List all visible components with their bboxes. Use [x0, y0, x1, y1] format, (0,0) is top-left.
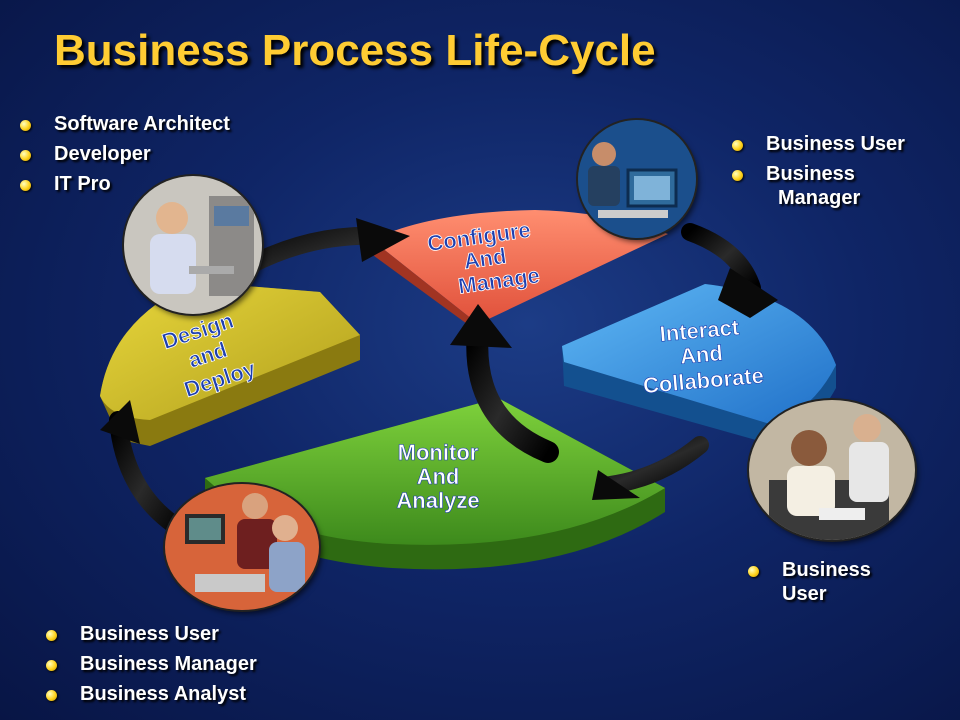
arrow-monitor-to-configure: [466, 319, 559, 463]
monitor-label-2: And: [417, 464, 460, 489]
list-item: Business User: [34, 622, 257, 646]
arrow-interact-to-monitor: [601, 436, 709, 494]
list-item-continued: User: [736, 582, 871, 606]
role-label: IT Pro: [54, 173, 111, 195]
monitor-label-1: Monitor: [398, 440, 479, 465]
bullet-icon: [20, 150, 31, 161]
role-label: Software Architect: [54, 113, 230, 135]
role-label: Business Manager: [80, 653, 257, 675]
bullet-icon: [20, 120, 31, 131]
bullet-icon: [748, 566, 759, 577]
roles-top-left: Software Architect Developer IT Pro: [8, 112, 230, 202]
roles-top-right: Business User Business Manager: [720, 132, 905, 216]
photo-business-user-top: [578, 120, 696, 238]
list-item: Business Analyst: [34, 682, 257, 706]
bullet-icon: [732, 170, 743, 181]
photo-architect: [124, 176, 262, 314]
stage-configure: [366, 210, 668, 332]
bullet-icon: [46, 660, 57, 671]
arrow-configure-to-interact: [681, 223, 761, 297]
stage-design: [100, 282, 360, 446]
roles-bottom-left: Business User Business Manager Business …: [34, 622, 257, 712]
roles-mid-right: Business User: [736, 558, 871, 612]
role-label: Business Analyst: [80, 683, 246, 705]
role-label: Business: [782, 559, 871, 581]
list-item: Business Manager: [34, 652, 257, 676]
role-label: Business User: [80, 623, 219, 645]
page-title: Business Process Life-Cycle: [54, 26, 656, 75]
bullet-icon: [20, 180, 31, 191]
photo-business-user-right: [749, 400, 915, 540]
list-item: IT Pro: [8, 172, 230, 196]
stage-interact: [562, 284, 836, 444]
bullet-icon: [732, 140, 743, 151]
photo-business-analyst: [165, 484, 319, 610]
role-label: Manager: [778, 187, 861, 209]
list-item: Business: [736, 558, 871, 582]
list-item-continued: Manager: [720, 186, 905, 210]
role-label: Business: [766, 163, 855, 185]
arrow-heads: [100, 218, 778, 500]
list-item: Software Architect: [8, 112, 230, 136]
list-item: Business User: [720, 132, 905, 156]
list-item: Developer: [8, 142, 230, 166]
stage-monitor: [205, 398, 665, 570]
list-item: Business: [720, 162, 905, 186]
interact-label-2: And: [679, 340, 724, 369]
role-label: Business User: [766, 133, 905, 155]
role-label: User: [782, 583, 827, 605]
monitor-label-3: Analyze: [396, 488, 479, 513]
interact-label-1: Interact: [659, 315, 741, 347]
bullet-icon: [46, 630, 57, 641]
role-label: Developer: [54, 143, 151, 165]
bullet-icon: [46, 690, 57, 701]
